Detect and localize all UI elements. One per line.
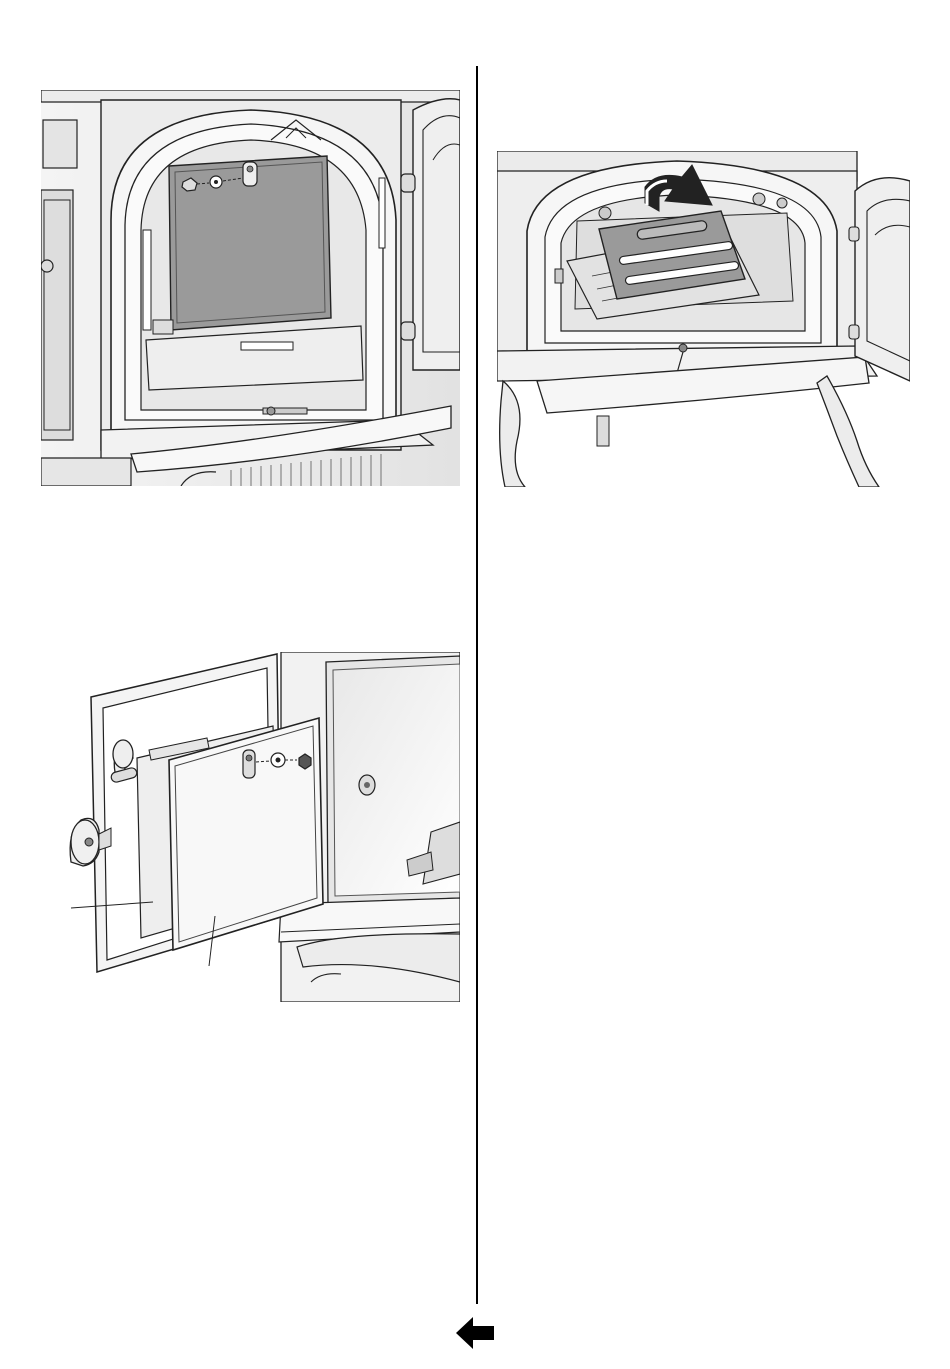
figure-door-liner-panel	[41, 652, 460, 1002]
stove-door-open-baffle-plate-illustration	[41, 90, 460, 486]
stove-door-liner-panel-illustration	[41, 652, 460, 1002]
figure-baffle-install	[497, 151, 910, 487]
figure-stove-firebox-panel	[41, 90, 460, 486]
arrow-left-icon	[456, 1316, 494, 1350]
previous-page-button[interactable]	[456, 1316, 494, 1350]
column-divider	[476, 66, 478, 1304]
stove-baffle-installation-illustration	[497, 151, 910, 487]
